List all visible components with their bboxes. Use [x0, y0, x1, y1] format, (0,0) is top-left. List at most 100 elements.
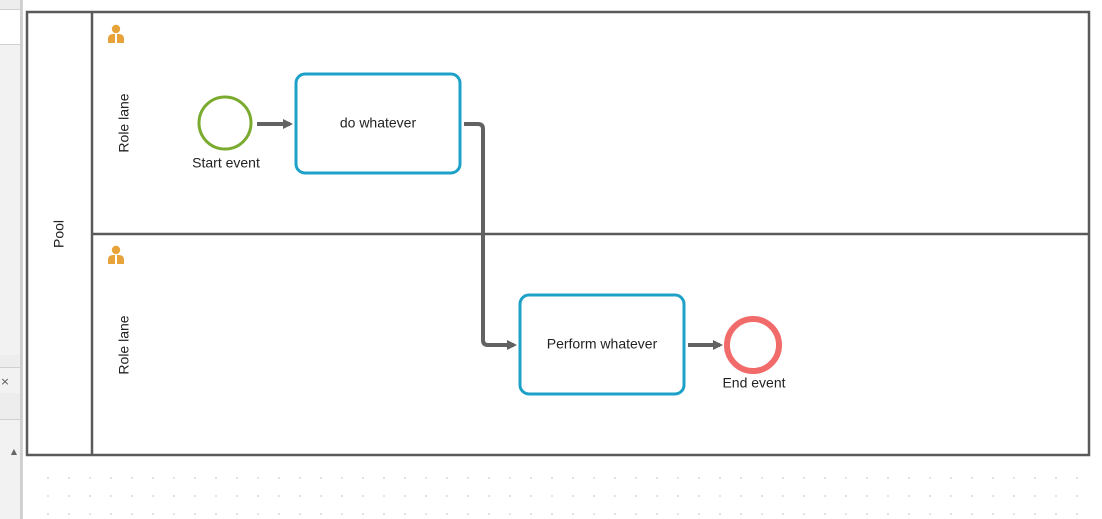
- grid-dot: [1034, 513, 1036, 515]
- grid-dot: [446, 495, 448, 497]
- grid-dot: [299, 495, 301, 497]
- grid-dot: [782, 513, 784, 515]
- grid-dot: [782, 477, 784, 479]
- grid-dot: [1013, 513, 1015, 515]
- grid-dot: [572, 477, 574, 479]
- grid-dot: [509, 513, 511, 515]
- grid-dot: [1076, 495, 1078, 497]
- grid-dot: [614, 495, 616, 497]
- grid-dot: [110, 513, 112, 515]
- lane-1[interactable]: Role lane: [108, 24, 132, 153]
- grid-dot: [215, 495, 217, 497]
- grid-dot: [425, 513, 427, 515]
- grid-dot: [1076, 513, 1078, 515]
- grid-dot: [740, 513, 742, 515]
- grid-dot: [1013, 495, 1015, 497]
- grid-dot: [740, 495, 742, 497]
- grid-dot: [950, 495, 952, 497]
- grid-dot: [656, 477, 658, 479]
- grid-dot: [89, 495, 91, 497]
- grid-dot: [110, 477, 112, 479]
- grid-dot: [341, 495, 343, 497]
- grid-dot: [68, 495, 70, 497]
- grid-dot: [950, 477, 952, 479]
- grid-dot: [908, 477, 910, 479]
- grid-dot: [1055, 477, 1057, 479]
- grid-dot: [929, 513, 931, 515]
- panel-row: [0, 393, 22, 420]
- grid-dot: [698, 477, 700, 479]
- grid-dot: [194, 513, 196, 515]
- close-icon[interactable]: ×: [0, 375, 10, 388]
- task-do-whatever[interactable]: [294, 72, 462, 175]
- side-panel: × ▲: [0, 0, 23, 519]
- grid-dot: [593, 477, 595, 479]
- grid-dot: [173, 477, 175, 479]
- grid-dot: [47, 513, 49, 515]
- grid-dot: [635, 513, 637, 515]
- grid-dot: [929, 495, 931, 497]
- grid-dot: [845, 477, 847, 479]
- grid-dot: [572, 513, 574, 515]
- grid-dot: [236, 513, 238, 515]
- grid-dot: [320, 513, 322, 515]
- grid-dot: [509, 495, 511, 497]
- grid-dot: [782, 495, 784, 497]
- grid-dot: [47, 477, 49, 479]
- grid-dot: [593, 495, 595, 497]
- lane-2[interactable]: Role lane: [108, 245, 132, 375]
- grid-dot: [467, 495, 469, 497]
- grid-dot: [761, 513, 763, 515]
- grid-dot: [698, 513, 700, 515]
- role-person-icon: [108, 245, 124, 264]
- grid-dot: [89, 513, 91, 515]
- scrollbar[interactable]: [20, 0, 22, 519]
- grid-dot: [215, 477, 217, 479]
- grid-dot: [404, 495, 406, 497]
- grid-dot: [572, 495, 574, 497]
- grid-dot: [929, 477, 931, 479]
- end-event-label: End event: [722, 375, 785, 391]
- grid-dot: [299, 477, 301, 479]
- grid-dot: [887, 477, 889, 479]
- grid-dot: [761, 495, 763, 497]
- grid-dot: [404, 513, 406, 515]
- grid-dot: [803, 495, 805, 497]
- grid-dot: [131, 477, 133, 479]
- lane-label: Role lane: [116, 315, 132, 374]
- grid-dot: [362, 495, 364, 497]
- start-event-label: Start event: [192, 155, 260, 171]
- grid-dot: [362, 477, 364, 479]
- sequence-flow[interactable]: [464, 122, 517, 350]
- task-perform-whatever[interactable]: [518, 293, 686, 396]
- grid-dot: [530, 495, 532, 497]
- grid-dot: [530, 477, 532, 479]
- grid-dot: [131, 495, 133, 497]
- grid-dot: [509, 477, 511, 479]
- grid-dot: [635, 495, 637, 497]
- grid-dot: [551, 495, 553, 497]
- grid-dot: [467, 513, 469, 515]
- grid-dot: [593, 513, 595, 515]
- grid-dot: [908, 513, 910, 515]
- grid-dot: [971, 477, 973, 479]
- grid-dot: [845, 513, 847, 515]
- grid-dot: [719, 495, 721, 497]
- grid-dot: [656, 513, 658, 515]
- grid-dot: [887, 495, 889, 497]
- task-label: Perform whatever: [547, 336, 658, 352]
- end-event[interactable]: [724, 316, 782, 374]
- scroll-up-arrow-icon[interactable]: ▲: [10, 447, 18, 456]
- grid-dot: [971, 495, 973, 497]
- grid-dot: [383, 513, 385, 515]
- start-event[interactable]: [197, 95, 253, 151]
- grid-dot: [215, 513, 217, 515]
- grid-dot: [1034, 495, 1036, 497]
- grid-dot: [383, 495, 385, 497]
- grid-dot: [614, 477, 616, 479]
- grid-dot: [446, 477, 448, 479]
- grid-dot: [131, 513, 133, 515]
- grid-dot: [68, 513, 70, 515]
- grid-dot: [908, 495, 910, 497]
